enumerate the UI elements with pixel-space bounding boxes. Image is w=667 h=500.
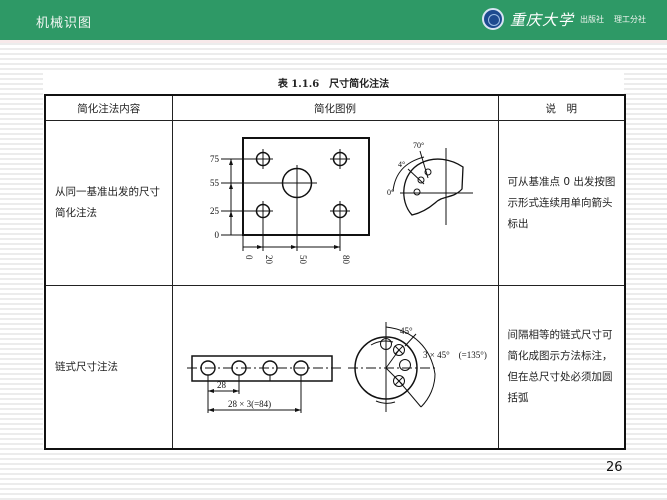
table-header-row: 简化注法内容 简化图例 说 明 [44, 94, 626, 121]
spacing-label: 28 [217, 380, 227, 390]
x-label-50: 50 [298, 255, 308, 265]
y-label-75: 75 [210, 154, 220, 164]
baseline-dimension-figure: 75 55 25 0 0 20 50 80 [210, 137, 473, 265]
table-caption: 表 1.1.6 尺寸简化注法 [277, 79, 390, 90]
table-row: 从同一基准出发的尺寸简化注法 [44, 120, 626, 286]
university-seal-icon [482, 8, 504, 30]
table-row: 链式尺寸注法 [44, 285, 626, 450]
press-label: 出版社 [580, 14, 605, 24]
row-description: 可从基准点 0 出发按图示形式连续用单向箭头标出 [497, 120, 626, 286]
dimension-table: 简化注法内容 简化图例 说 明 从同一基准出发的尺寸简化注法 [44, 94, 626, 450]
angle-label-0: 0° [387, 188, 394, 197]
university-name: 重庆大学 [510, 10, 575, 29]
total-angle-label: 3 × 45° (=135°) [423, 350, 487, 360]
row-figure: 75 55 25 0 0 20 50 80 [171, 120, 499, 286]
chain-dimension-figure: 28 28 × 3(=84) [186, 322, 487, 413]
publisher-logo: 重庆大学 出版社 理工分社 [482, 8, 646, 30]
table-sheet: 表 1.1.6 尺寸简化注法 简化注法内容 简化图例 说 明 从同一基准出发的尺… [43, 71, 626, 450]
slide-header: 机械识图 重庆大学 出版社 理工分社 [0, 0, 667, 40]
y-label-0: 0 [214, 230, 219, 240]
y-label-55: 55 [210, 178, 220, 188]
x-label-80: 80 [341, 255, 351, 265]
column-header-content: 简化注法内容 [44, 94, 173, 121]
branch-label: 理工分社 [614, 14, 647, 24]
row-figure: 28 28 × 3(=84) [171, 285, 499, 450]
page-number: 26 [606, 460, 623, 475]
plate-outline [241, 137, 370, 236]
angle-label-4: 4° [398, 160, 405, 169]
y-label-25: 25 [210, 206, 220, 216]
angle-label-45: 45° [400, 326, 413, 336]
column-header-note: 说 明 [497, 94, 626, 121]
arc-part-outline [402, 158, 464, 216]
total-length-label: 28 × 3(=84) [228, 399, 271, 409]
row-content: 从同一基准出发的尺寸简化注法 [44, 120, 173, 286]
x-label-0: 0 [244, 255, 254, 260]
row-description: 间隔相等的链式尺寸可简化成图示方法标注，但在总尺寸处必须加圆括弧 [497, 285, 626, 450]
header-divider [0, 40, 667, 43]
x-label-20: 20 [264, 255, 274, 265]
course-title: 机械识图 [36, 16, 93, 31]
column-header-example: 简化图例 [171, 94, 499, 121]
angle-label-70: 70° [413, 141, 424, 150]
row-content: 链式尺寸注法 [44, 285, 173, 450]
